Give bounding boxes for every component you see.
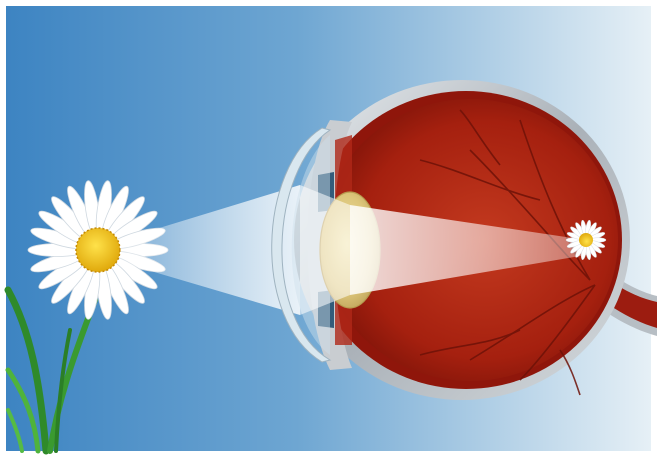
eye-illustration	[0, 0, 657, 457]
scene-svg	[0, 0, 657, 457]
